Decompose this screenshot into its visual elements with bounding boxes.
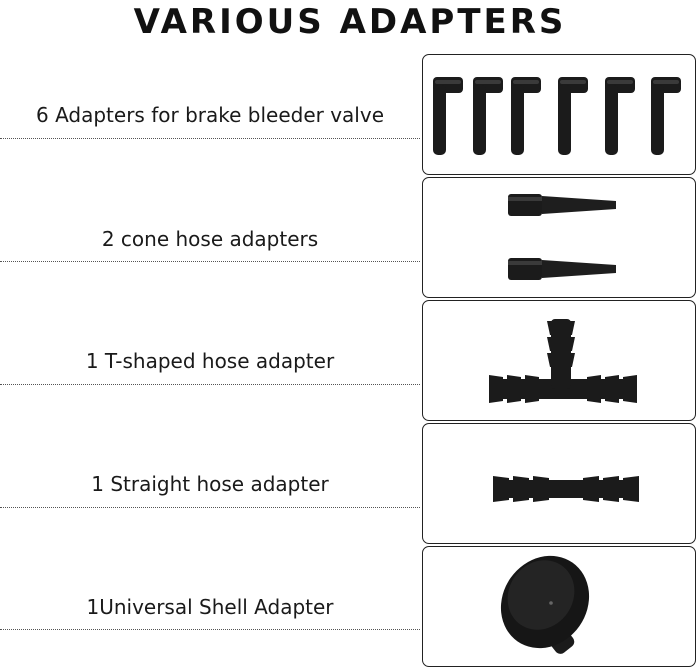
straight-adapter-icon <box>493 476 639 502</box>
dotted-leader <box>0 261 420 262</box>
dotted-leader <box>0 629 420 630</box>
cone-adapters-icon <box>508 194 616 280</box>
t-adapter-icon <box>489 319 637 403</box>
adapter-label: 2 cone hose adapters <box>101 227 319 251</box>
elbow-adapters-icon <box>433 77 681 155</box>
adapter-image-box <box>422 423 696 544</box>
adapter-label: 1Universal Shell Adapter <box>86 595 334 619</box>
adapter-label: 6 Adapters for brake bleeder valve <box>36 103 384 127</box>
adapter-label: 1 Straight hose adapter <box>91 472 329 496</box>
adapter-image-box <box>422 300 696 421</box>
page-title: VARIOUS ADAPTERS <box>133 2 567 42</box>
adapter-image-box <box>422 177 696 298</box>
adapter-label: 1 T-shaped hose adapter <box>85 349 335 373</box>
dotted-leader <box>0 138 420 139</box>
shell-adapter-icon <box>500 555 590 654</box>
dotted-leader <box>0 384 420 385</box>
adapter-image-box <box>422 54 696 175</box>
adapter-image-box <box>422 546 696 667</box>
dotted-leader <box>0 507 420 508</box>
